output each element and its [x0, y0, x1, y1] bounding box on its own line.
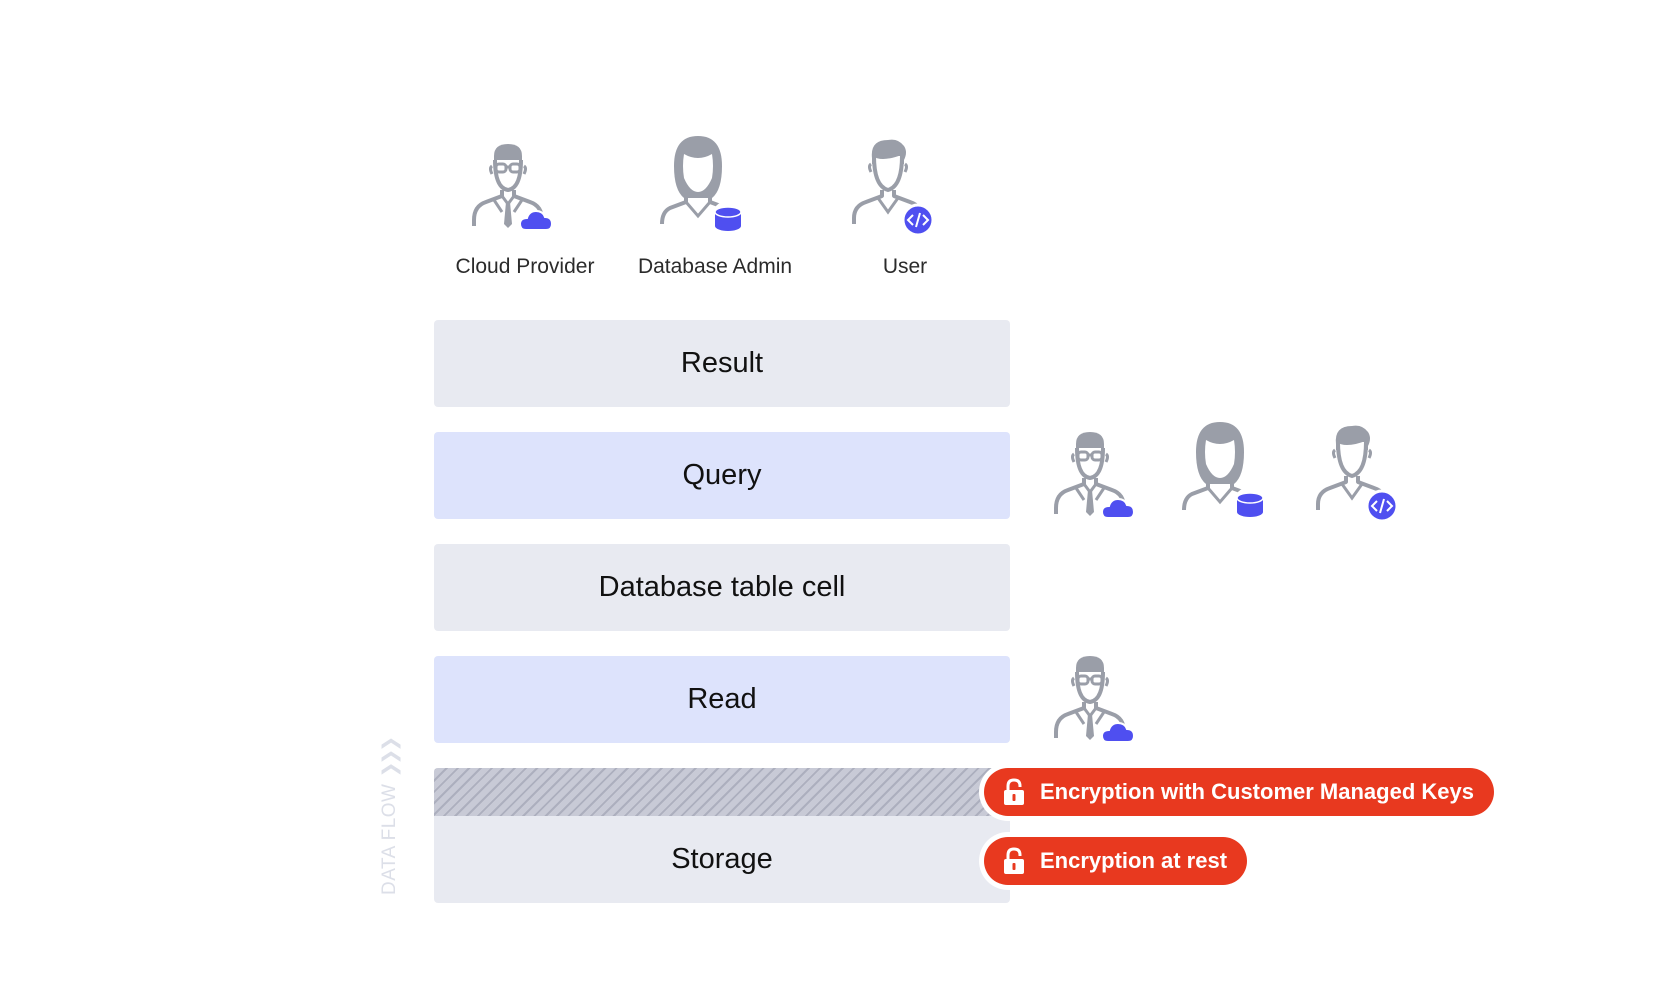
cloud-provider-label: Cloud Provider [455, 255, 595, 278]
database-admin-icon [658, 132, 746, 236]
encryption-cmk-badge: Encryption with Customer Managed Keys [984, 768, 1494, 816]
layer-read-label: Read [687, 683, 757, 715]
layer-storage: Storage [434, 768, 1010, 903]
encryption-at-rest-label: Encryption at rest [1040, 848, 1228, 873]
encryption-at-rest-badge: Encryption at rest [984, 837, 1248, 885]
encryption-cmk-label: Encryption with Customer Managed Keys [1040, 779, 1474, 804]
layer-query: Query [434, 432, 1010, 519]
lock-icon [1004, 778, 1024, 805]
data-flow-indicator: DATA FLOW ❯❯❯ [378, 739, 402, 905]
encryption-hatch-band [434, 768, 1010, 816]
layer-storage-label: Storage [671, 843, 773, 875]
user-icon [848, 134, 935, 238]
user-label: User [882, 255, 928, 278]
layer-query-label: Query [682, 459, 762, 491]
lock-icon [1004, 847, 1024, 874]
data-flow-arrows-icon: ❯❯❯ [379, 738, 401, 778]
database-admin-label: Database Admin [637, 255, 793, 278]
layer-result: Result [434, 320, 1010, 407]
read-cloud-provider-icon [1050, 648, 1135, 752]
query-database-admin-icon [1180, 418, 1268, 522]
layer-read: Read [434, 656, 1010, 743]
query-cloud-provider-icon [1050, 424, 1135, 528]
layer-database-table-cell-label: Database table cell [598, 571, 846, 603]
layer-result-label: Result [680, 347, 764, 379]
data-flow-label: DATA FLOW [379, 783, 400, 895]
cloud-provider-icon [468, 136, 553, 240]
query-user-icon [1312, 420, 1399, 524]
layer-database-table-cell: Database table cell [434, 544, 1010, 631]
